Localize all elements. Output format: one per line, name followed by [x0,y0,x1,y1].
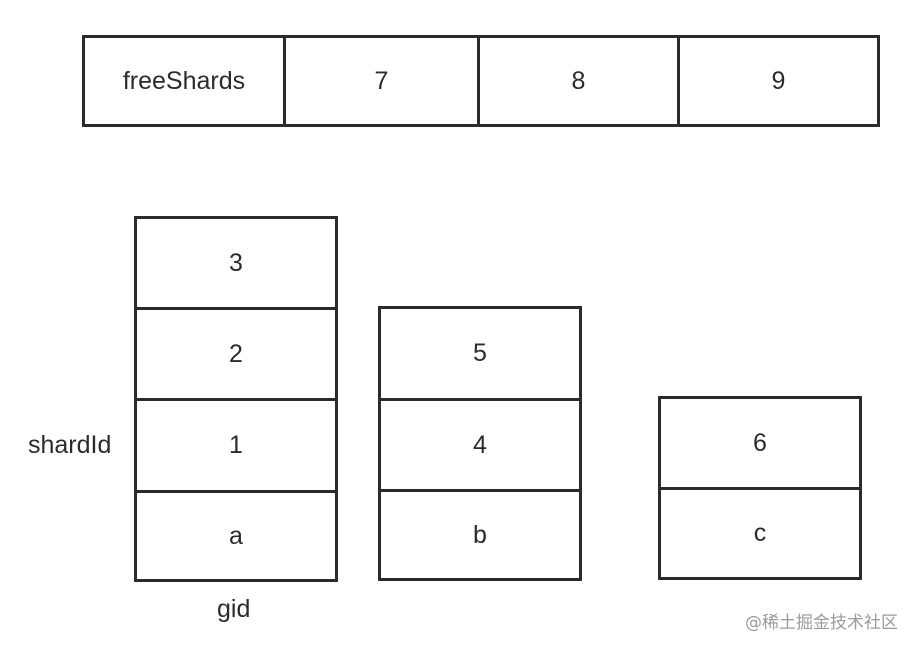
free-shard-cell: 7 [283,35,480,127]
shard-cell: 1 [134,398,338,493]
free-shard-cell: 9 [677,35,880,127]
gid-cell: b [378,489,582,581]
shard-id-label: shardId [28,431,112,459]
shard-cell: 2 [134,307,338,401]
gid-label: gid [217,595,251,623]
watermark-text: @稀土掘金技术社区 [745,613,898,633]
gid-cell: a [134,490,338,582]
shard-cell: 3 [134,216,338,310]
shard-value: 2 [229,339,243,368]
shard-value: 1 [229,431,243,459]
gid-value: a [229,521,243,550]
shard-cell: 6 [658,396,862,490]
gid-value: b [473,520,487,549]
shard-value: 4 [473,430,487,459]
free-shard-value: 9 [771,66,786,95]
shard-cell: 4 [378,398,582,492]
gid-cell: c [658,487,862,580]
free-shard-value: 8 [571,66,586,95]
shard-value: 5 [473,339,487,367]
free-shards-header-cell: freeShards [82,35,286,127]
gid-value: c [753,519,767,547]
free-shard-cell: 8 [477,35,680,127]
shard-cell: 5 [378,306,582,401]
free-shard-value: 7 [374,66,389,95]
shard-value: 6 [753,428,767,457]
shard-value: 3 [229,248,243,277]
free-shards-header-text: freeShards [122,66,246,95]
